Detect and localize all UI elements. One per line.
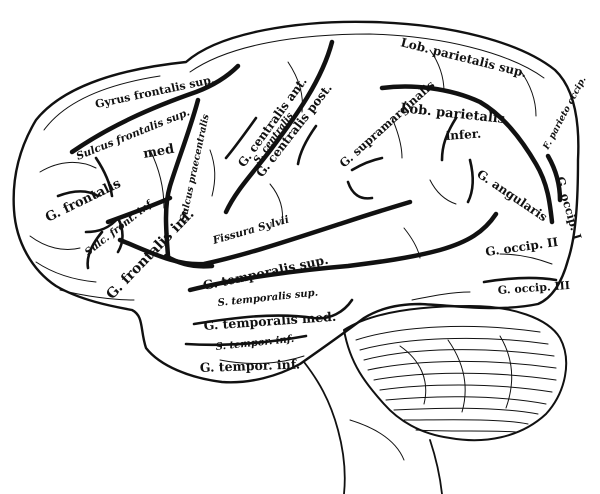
label-g-tempor-inf: G. tempor. inf.: [200, 357, 301, 375]
brain-stem: [303, 361, 346, 494]
label-g-angularis: G. angularis: [474, 167, 550, 224]
label-g-temporalis-med: G. temporalis med.: [203, 309, 337, 333]
label-g-supramarginalis: G. supramarginalis: [337, 78, 438, 171]
label-infer: infer.: [445, 127, 481, 143]
label-g-frontalis-med: G. frontalis: [43, 176, 123, 225]
label-s-temporalis-sup: S. temporalis sup.: [217, 287, 318, 308]
major-sulci: [69, 39, 563, 293]
cerebellum-outline: [343, 305, 568, 442]
cerebellum-folia: [355, 325, 557, 433]
label-f-parieto-occip: F. parieto occip.: [541, 75, 588, 152]
label-lob-parietalis-sup: Lob. parietalis sup.: [399, 35, 528, 80]
label-g-occip-i: G. occip. I: [553, 175, 584, 241]
minor-sulci: [56, 116, 558, 347]
surface-detail: [29, 49, 553, 364]
label-sulcus-praecentralis: Sulcus praecentralis: [178, 113, 212, 223]
label-med: med: [142, 142, 175, 162]
label-g-occip-iii: G. occip. III: [497, 279, 570, 297]
label-s-tempor-inf: S. tempor. inf.: [215, 334, 295, 353]
